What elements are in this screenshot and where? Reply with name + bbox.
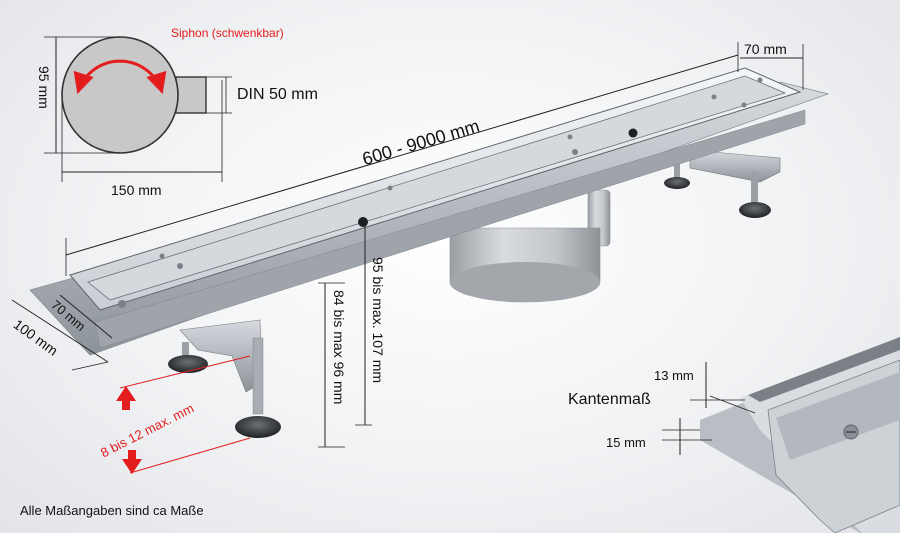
footnote: Alle Maßangaben sind ca Maße [20,503,204,518]
arrow-up-icon [116,386,136,410]
height-total-label: 95 bis max. 107 mm [370,257,386,384]
siphon-height-label: 95 mm [36,66,52,109]
siphon-top-view [44,36,232,182]
siphon-label: Siphon (schwenkbar) [171,26,284,40]
edge-top-label: 13 mm [654,368,694,383]
siphon-outlet-label: DIN 50 mm [237,86,318,103]
channel-basin [87,75,787,301]
drain-channel [29,67,830,356]
foot-pad [168,355,208,373]
foot-pad [664,177,690,189]
length-dimension-line [65,54,739,256]
siphon-cylinder [449,189,611,303]
channel-screws [118,77,763,308]
siphon-width-label: 150 mm [111,182,162,198]
edge-detail [662,337,900,533]
dimension-lines [11,42,804,474]
rotate-arrow-icon [73,59,167,95]
edge-title: Kantenmaß [568,391,651,408]
siphon-body-circle [61,36,179,154]
foot-pad [739,202,771,218]
foot-pad [235,416,281,438]
leg-adjust-arrows [116,386,142,474]
top-width-label: 70 mm [744,41,787,57]
height-min-label: 84 bis max 96 mm [331,290,347,405]
adjustable-legs [168,149,781,438]
edge-bottom-label: 15 mm [606,435,646,450]
arrow-down-icon [122,450,142,474]
siphon-outlet-pipe [175,76,207,114]
